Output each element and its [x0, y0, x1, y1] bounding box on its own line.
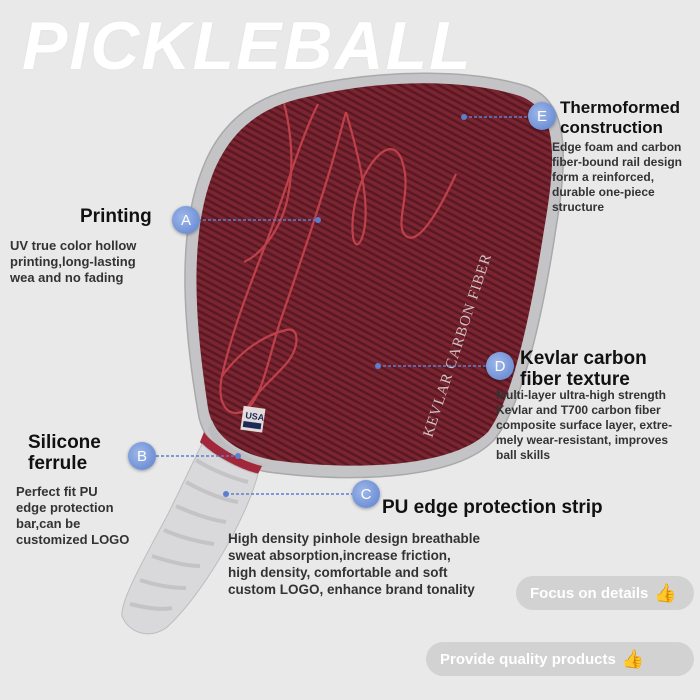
- callout-badge-b: B: [128, 442, 156, 470]
- ferrule-desc-line: customized LOGO: [16, 532, 130, 547]
- ferrule-desc-line: Perfect fit PU: [16, 484, 98, 499]
- kevlar-desc-line: ball skills: [496, 448, 551, 462]
- thermo-desc-line: form a reinforced,: [552, 170, 655, 184]
- thermoformed-description: Edge foam and carbon fiber-bound rail de…: [552, 140, 682, 215]
- printing-desc-line: wea and no fading: [10, 270, 124, 285]
- leader-lines: [156, 116, 530, 495]
- printing-desc-line: printing,long-lasting: [10, 254, 136, 269]
- heading-line: construction: [560, 118, 663, 137]
- callout-badge-e: E: [528, 102, 556, 130]
- pill-label: Provide quality products: [440, 650, 616, 668]
- heading-line: ferrule: [28, 453, 88, 474]
- kevlar-desc-line: Kevlar and T700 carbon fiber: [496, 403, 661, 417]
- thermo-desc-line: structure: [552, 200, 605, 214]
- callout-badge-c: C: [352, 480, 380, 508]
- pu-desc-line: custom LOGO, enhance brand tonality: [228, 582, 475, 597]
- kevlar-desc-line: composite surface layer, extre-: [496, 418, 673, 432]
- pu-desc-line: High density pinhole design breathable: [228, 531, 481, 546]
- heading-line: Thermoformed: [560, 98, 680, 117]
- printing-heading: Printing: [80, 206, 152, 227]
- page-title: PICKLEBALL: [22, 8, 473, 84]
- kevlar-desc-line: Multi-layer ultra-high strength: [496, 388, 667, 402]
- kevlar-desc-line: mely wear-resistant, improves: [496, 433, 669, 447]
- ferrule-desc-line: edge protection: [16, 500, 114, 515]
- printing-description: UV true color hollow printing,long-lasti…: [10, 238, 136, 286]
- pu-desc-line: sweat absorption,increase friction,: [228, 548, 451, 563]
- silicone-ferrule-description: Perfect fit PU edge protection bar,can b…: [16, 484, 129, 548]
- thermo-desc-line: Edge foam and carbon: [552, 140, 682, 154]
- silicone-ferrule: [200, 432, 262, 474]
- quality-products-pill: Provide quality products 👍: [426, 642, 694, 676]
- usa-logo-text: USA: [245, 410, 266, 423]
- grip-wraps: [129, 458, 249, 611]
- callout-badge-d: D: [486, 352, 514, 380]
- pu-edge-heading: PU edge protection strip: [382, 497, 603, 518]
- kevlar-heading: Kevlar carbon fiber texture: [520, 348, 647, 390]
- focus-on-details-pill: Focus on details 👍: [516, 576, 694, 610]
- paddle-face: [196, 83, 553, 466]
- heading-line: Silicone: [28, 432, 101, 453]
- printing-desc-line: UV true color hollow: [10, 238, 137, 253]
- ferrule-desc-line: bar,can be: [16, 516, 81, 531]
- thumbs-up-icon: 👍: [621, 648, 645, 669]
- usa-logo: USA: [240, 405, 266, 433]
- thermo-desc-line: fiber-bound rail design: [552, 155, 683, 169]
- silicone-ferrule-heading: Silicone ferrule: [28, 432, 101, 474]
- kevlar-description: Multi-layer ultra-high strength Kevlar a…: [496, 388, 672, 463]
- pu-edge-description: High density pinhole design breathable s…: [228, 530, 480, 598]
- heading-line: Kevlar carbon: [520, 348, 647, 369]
- leader-dots: [223, 114, 467, 497]
- heading-line: fiber texture: [520, 369, 630, 390]
- pill-label: Focus on details: [530, 584, 649, 602]
- callout-badge-a: A: [172, 206, 200, 234]
- pu-desc-line: high density, comfortable and soft: [228, 565, 448, 580]
- thermo-desc-line: durable one-piece: [552, 185, 655, 199]
- thermoformed-heading: Thermoformed construction: [560, 98, 680, 138]
- thumbs-up-icon: 👍: [654, 582, 677, 603]
